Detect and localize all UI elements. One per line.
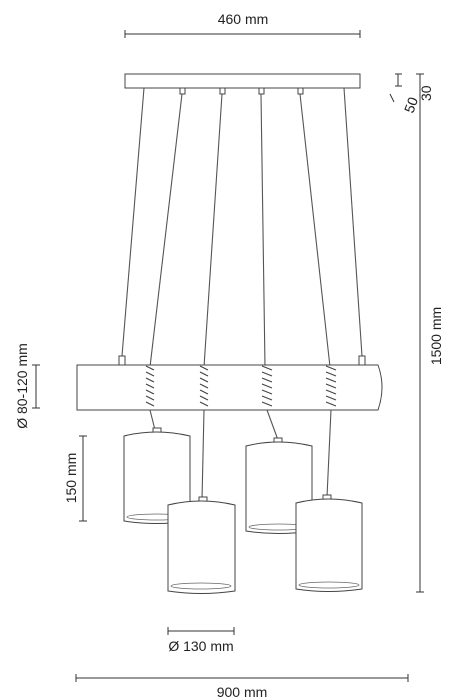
shade-diameter-dimension: Ø 130 mm [167, 627, 235, 654]
canopy-width-label: 460 mm [218, 11, 269, 27]
shade-drop-cords [149, 409, 332, 501]
total-width-label: 900 mm [217, 684, 268, 700]
canopy-height-label-a: 50 [401, 95, 421, 115]
total-width-dimension: 900 mm [75, 674, 409, 700]
shade-diameter-label: Ø 130 mm [168, 638, 233, 654]
canopy-width-dimension: 460 mm [124, 11, 361, 38]
wooden-beam [76, 355, 383, 411]
canopy-height-dimension: 50 30 [389, 73, 434, 115]
lamp-shade-2 [167, 496, 236, 594]
total-height-dimension: 1500 mm [416, 73, 444, 593]
canopy-height-label-b: 30 [418, 85, 434, 101]
shade-height-dimension: 150 mm [63, 435, 87, 522]
lamp-shade-4 [295, 494, 363, 592]
beam-diameter-dimension: Ø 80-120 mm [14, 343, 40, 429]
shade-height-label: 150 mm [63, 453, 79, 504]
ceiling-canopy [124, 73, 361, 95]
cord-wraps [145, 365, 337, 407]
total-height-label: 1500 mm [428, 307, 444, 365]
suspension-cords [121, 87, 363, 368]
beam-diameter-label: Ø 80-120 mm [14, 343, 30, 429]
